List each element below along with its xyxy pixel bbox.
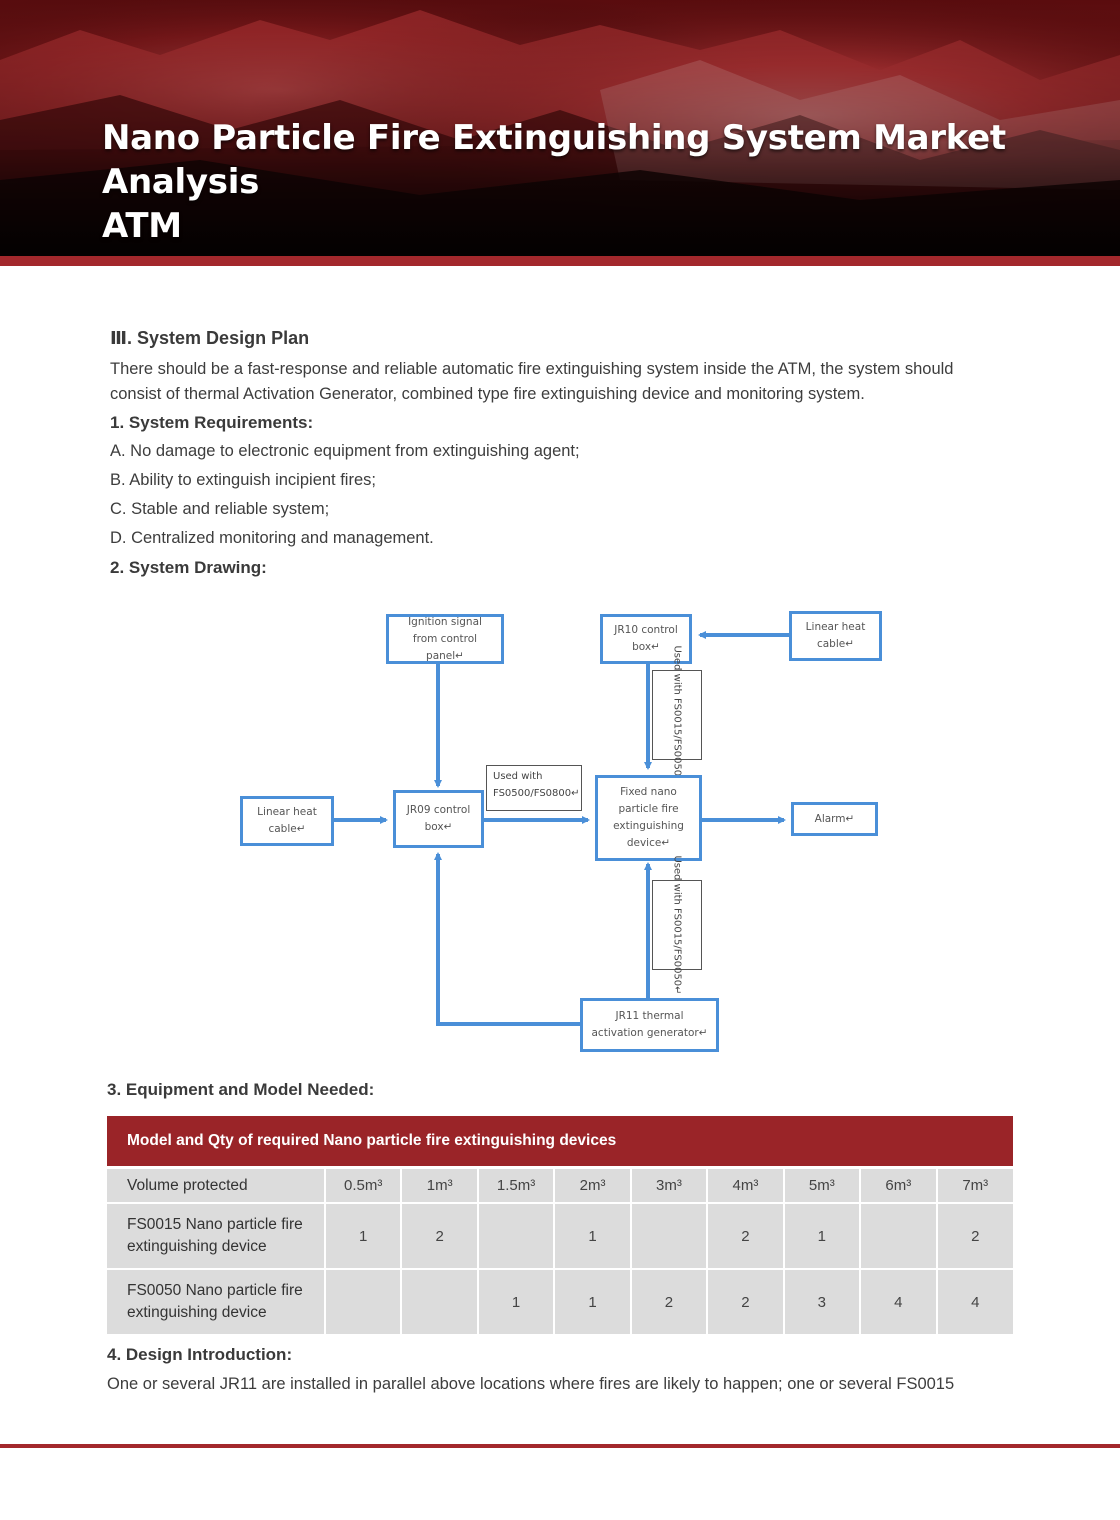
qty-cell: 4: [937, 1269, 1014, 1335]
linear-heat-cable-left: Linear heat cable↵: [240, 796, 334, 846]
qty-cell: 1: [554, 1203, 630, 1269]
design-heading: 4. Design Introduction:: [107, 1345, 292, 1365]
fixed-nano-device: Fixed nano particle fire extinguishing d…: [595, 775, 702, 861]
qty-cell: 2: [707, 1269, 783, 1335]
system-drawing: Ignition signal from control panel↵ JR10…: [238, 608, 888, 1058]
qty-cell: 1: [784, 1203, 860, 1269]
requirement-item: A. No damage to electronic equipment fro…: [110, 442, 580, 461]
jr11-generator-box: JR11 thermal activation generator↵: [580, 998, 719, 1052]
volume-cell: 1m³: [401, 1168, 477, 1204]
used-with-note-top: Used with FS0015/FS0050↵: [652, 670, 702, 760]
qty-cell: [478, 1203, 554, 1269]
header-banner: Nano Particle Fire Extinguishing System …: [0, 0, 1120, 258]
header-divider: [0, 256, 1120, 266]
qty-cell: 3: [784, 1269, 860, 1335]
requirement-item: D. Centralized monitoring and management…: [110, 529, 434, 548]
footer-divider: [0, 1444, 1120, 1448]
requirement-item: B. Ability to extinguish incipient fires…: [110, 471, 376, 490]
volume-cell: 7m³: [937, 1168, 1014, 1204]
table-row-volume: Volume protected 0.5m³ 1m³ 1.5m³ 2m³ 3m³…: [107, 1168, 1013, 1204]
jr09-control-box: JR09 control box↵: [393, 790, 484, 848]
qty-cell: [401, 1269, 477, 1335]
table-title: Model and Qty of required Nano particle …: [107, 1116, 1013, 1168]
qty-cell: [631, 1203, 707, 1269]
qty-cell: [860, 1203, 936, 1269]
qty-cell: 2: [401, 1203, 477, 1269]
alarm-box: Alarm↵: [791, 802, 878, 836]
qty-cell: 1: [478, 1269, 554, 1335]
volume-cell: 4m³: [707, 1168, 783, 1204]
design-text: One or several JR11 are installed in par…: [107, 1372, 1027, 1397]
equipment-table: Model and Qty of required Nano particle …: [107, 1116, 1013, 1336]
requirements-heading: 1. System Requirements:: [110, 413, 313, 433]
qty-cell: 1: [554, 1269, 630, 1335]
volume-cell: 6m³: [860, 1168, 936, 1204]
volume-cell: 1.5m³: [478, 1168, 554, 1204]
requirement-item: C. Stable and reliable system;: [110, 500, 329, 519]
volume-cell: 2m³: [554, 1168, 630, 1204]
volume-label: Volume protected: [107, 1168, 325, 1204]
linear-heat-cable-top: Linear heat cable↵: [789, 611, 882, 661]
qty-cell: 1: [325, 1203, 401, 1269]
qty-cell: [325, 1269, 401, 1335]
used-with-note-bottom: Used with FS0015/FS0050↵: [652, 880, 702, 970]
section-heading: Ⅲ. System Design Plan: [110, 328, 309, 349]
volume-cell: 5m³: [784, 1168, 860, 1204]
ignition-signal-box: Ignition signal from control panel↵: [386, 614, 504, 664]
qty-cell: 4: [860, 1269, 936, 1335]
used-with-note-mid: Used with FS0500/FS0800↵: [486, 765, 582, 811]
volume-cell: 0.5m³: [325, 1168, 401, 1204]
equipment-heading: 3. Equipment and Model Needed:: [107, 1080, 374, 1100]
intro-paragraph: There should be a fast-response and reli…: [110, 357, 1010, 407]
drawing-heading: 2. System Drawing:: [110, 558, 267, 578]
qty-cell: 2: [707, 1203, 783, 1269]
page-title: Nano Particle Fire Extinguishing System …: [102, 116, 1082, 248]
qty-cell: 2: [937, 1203, 1014, 1269]
volume-cell: 3m³: [631, 1168, 707, 1204]
qty-cell: 2: [631, 1269, 707, 1335]
